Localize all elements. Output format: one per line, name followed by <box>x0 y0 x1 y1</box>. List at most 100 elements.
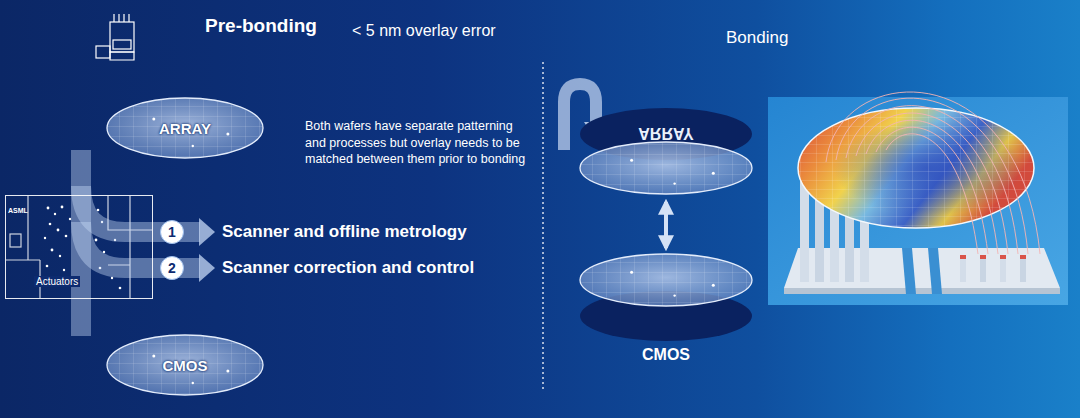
step-label: Scanner correction and control <box>222 258 474 278</box>
brand-label: ASML <box>8 207 28 214</box>
machine-vents <box>114 14 129 22</box>
machine-base <box>110 52 134 60</box>
heatmap-overlay <box>798 108 1034 228</box>
dot <box>95 239 98 242</box>
label-holder: Bonding <box>726 28 788 48</box>
machine-icon <box>96 14 134 60</box>
wire-arc <box>856 113 1008 254</box>
wafer-body <box>107 98 263 158</box>
wafer-label: ARRAY <box>578 124 754 142</box>
dot <box>46 265 49 268</box>
wafer-edge <box>580 254 752 306</box>
dot <box>69 218 71 220</box>
scanner-module <box>10 234 21 247</box>
pillar-cap <box>1000 255 1006 259</box>
heatmap-wafer <box>798 108 1034 228</box>
wafer-label: ARRAY <box>159 120 211 137</box>
wire-arc <box>886 134 978 254</box>
dot <box>47 207 50 210</box>
wafer-sparkle <box>712 284 715 287</box>
wafer-sparkle <box>192 145 194 147</box>
wafer-grid <box>580 254 752 306</box>
bonding-wafer: CMOS <box>578 252 754 368</box>
wafer-sparkle <box>630 271 633 274</box>
section-heading: Bonding <box>726 28 788 48</box>
dot <box>63 269 65 271</box>
pillar-cap <box>980 255 986 259</box>
platform-top <box>784 248 1060 288</box>
pillar-cap <box>1020 255 1026 259</box>
arrowhead <box>199 218 215 246</box>
node-shape <box>578 104 754 198</box>
dot <box>54 213 56 215</box>
wafer-label: CMOS <box>578 346 754 364</box>
wafer: ARRAY <box>105 96 265 160</box>
dot <box>65 235 68 238</box>
arrowhead <box>199 254 215 282</box>
dot <box>49 223 52 226</box>
dot <box>57 229 60 232</box>
wire-arc <box>836 98 1028 254</box>
image-panel <box>768 97 1068 305</box>
dot <box>59 255 61 257</box>
wafer-grid <box>107 335 263 395</box>
section-heading: Pre-bonding <box>205 15 317 38</box>
wafer-sparkle <box>152 355 155 358</box>
dot <box>111 277 113 279</box>
pillar <box>1020 258 1026 282</box>
heatmap <box>798 108 1034 228</box>
pillar-cap <box>960 255 966 259</box>
bonded-chip-illustration <box>768 92 1068 305</box>
wire-arcs <box>826 92 1040 254</box>
wafer-edge <box>580 142 752 194</box>
wafer: CMOS <box>105 333 265 397</box>
dot <box>44 237 46 239</box>
wafer-sparkle <box>712 172 715 175</box>
wafer-edge <box>107 98 263 158</box>
callout-number: 1 <box>168 225 176 239</box>
wire-arc <box>846 106 1018 254</box>
label-holder: Scanner correction and control <box>222 258 474 278</box>
dot <box>51 249 54 252</box>
wire-arc <box>876 127 988 254</box>
scanner-line <box>108 196 152 298</box>
wafer-sparkle <box>630 159 633 162</box>
wire-arc <box>826 92 1040 254</box>
wafer-sparkle <box>192 382 194 384</box>
wafer-sparkle <box>152 118 155 121</box>
label-holder: Both wafers have separate patterning and… <box>305 118 535 168</box>
wafer-sparkle <box>226 133 229 136</box>
label-holder: Pre-bonding <box>205 15 317 38</box>
wafer-grid <box>580 142 752 194</box>
wafer-sparkle <box>673 182 675 184</box>
flow-band <box>81 150 200 336</box>
description-text: Both wafers have separate patterning and… <box>305 118 535 168</box>
dot <box>97 209 100 212</box>
platform-gap <box>928 248 942 294</box>
dot <box>119 287 122 290</box>
platform-gap <box>902 248 916 294</box>
heatmap-grid <box>798 108 1034 228</box>
callout-circle: 2 <box>160 256 184 280</box>
platform-front <box>784 288 1060 294</box>
step-label: Scanner and offline metrology <box>222 222 467 242</box>
pillar <box>1000 258 1006 282</box>
wafer-sparkle <box>673 294 675 296</box>
divider-line <box>542 62 544 392</box>
pillar <box>960 258 966 282</box>
label-holder: Scanner and offline metrology <box>222 222 467 242</box>
wafer-body <box>580 142 752 194</box>
wafer-body <box>580 254 752 306</box>
wafer-body <box>107 335 263 395</box>
machine-side <box>96 46 110 58</box>
spec-note: < 5 nm overlay error <box>352 21 496 40</box>
connector <box>664 202 668 248</box>
dot <box>61 206 64 209</box>
wafer-sparkle <box>226 370 229 373</box>
callout-number: 2 <box>168 261 176 275</box>
wafer-edge <box>798 108 1034 228</box>
actuator-label: Actuators <box>34 276 80 287</box>
callout-circle: 1 <box>160 220 184 244</box>
machine-window <box>113 40 131 49</box>
